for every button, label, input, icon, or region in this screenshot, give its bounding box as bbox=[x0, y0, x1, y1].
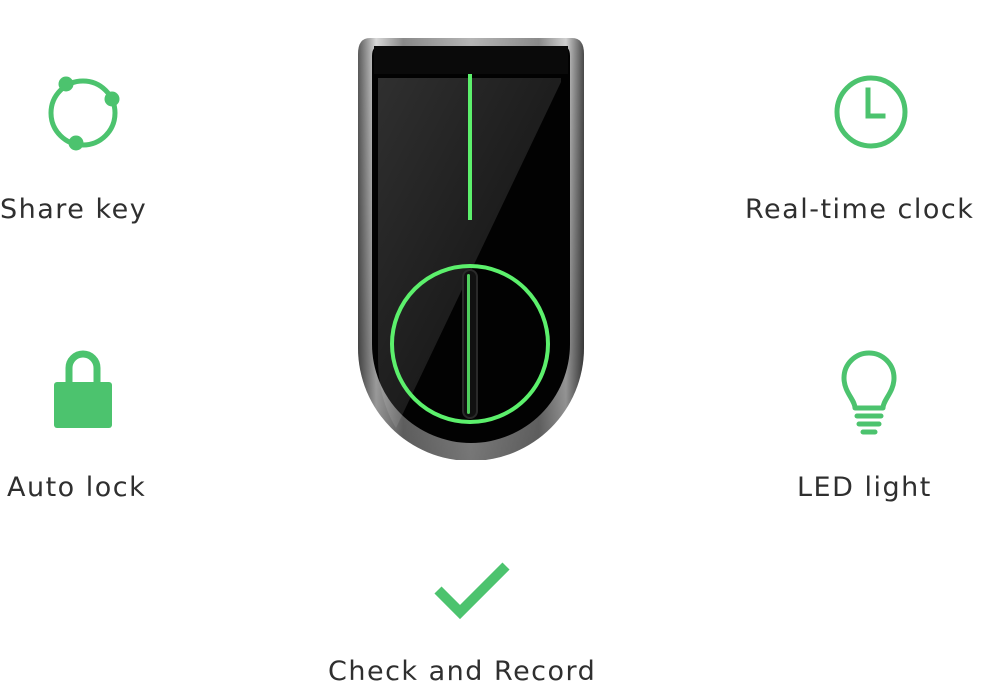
smart-lock-device bbox=[358, 38, 584, 460]
lightbulb-icon bbox=[841, 350, 897, 435]
share-key-label: Share key bbox=[0, 194, 148, 225]
real-time-clock-label: Real-time clock bbox=[745, 194, 975, 225]
led-light-label: LED light bbox=[797, 472, 932, 503]
check-and-record-label: Check and Record bbox=[328, 656, 597, 687]
padlock-icon bbox=[54, 350, 112, 428]
checkmark-icon bbox=[434, 562, 510, 620]
auto-lock-label: Auto lock bbox=[7, 472, 147, 503]
share-nodes-icon bbox=[48, 76, 120, 151]
clock-icon bbox=[834, 75, 908, 149]
